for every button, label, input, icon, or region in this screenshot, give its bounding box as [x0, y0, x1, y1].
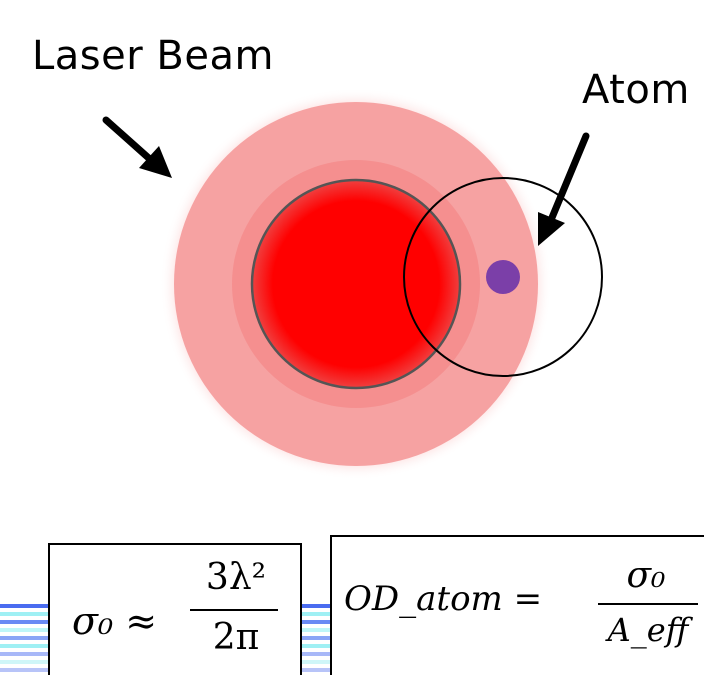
laser-beam-core [250, 178, 462, 390]
decorative-stripes-middle [300, 604, 330, 675]
optical-density-lhs: OD_atom = [344, 579, 543, 619]
atom-label: Atom [582, 67, 690, 113]
laser-beam-arrow [102, 116, 172, 178]
decorative-stripes-left [0, 604, 48, 675]
cross-section-lhs: σ₀ ≈ [72, 599, 158, 643]
cross-section-fraction-bar [190, 609, 278, 611]
optical-density-denominator: A_eff [607, 611, 689, 649]
laser-beam-label: Laser Beam [32, 33, 274, 79]
optical-density-formula-box: OD_atom = σ₀ A_eff [330, 535, 704, 675]
cross-section-numerator: 3λ² [205, 557, 267, 598]
atom-arrow [538, 132, 590, 246]
atom-dot [486, 260, 520, 294]
optical-density-fraction-bar [598, 603, 698, 605]
cross-section-formula-box: σ₀ ≈ 3λ² 2π [48, 543, 302, 675]
cross-section-denominator: 2π [212, 617, 260, 658]
optical-density-numerator: σ₀ [626, 555, 666, 596]
atom-cross-section-circle [403, 177, 603, 377]
